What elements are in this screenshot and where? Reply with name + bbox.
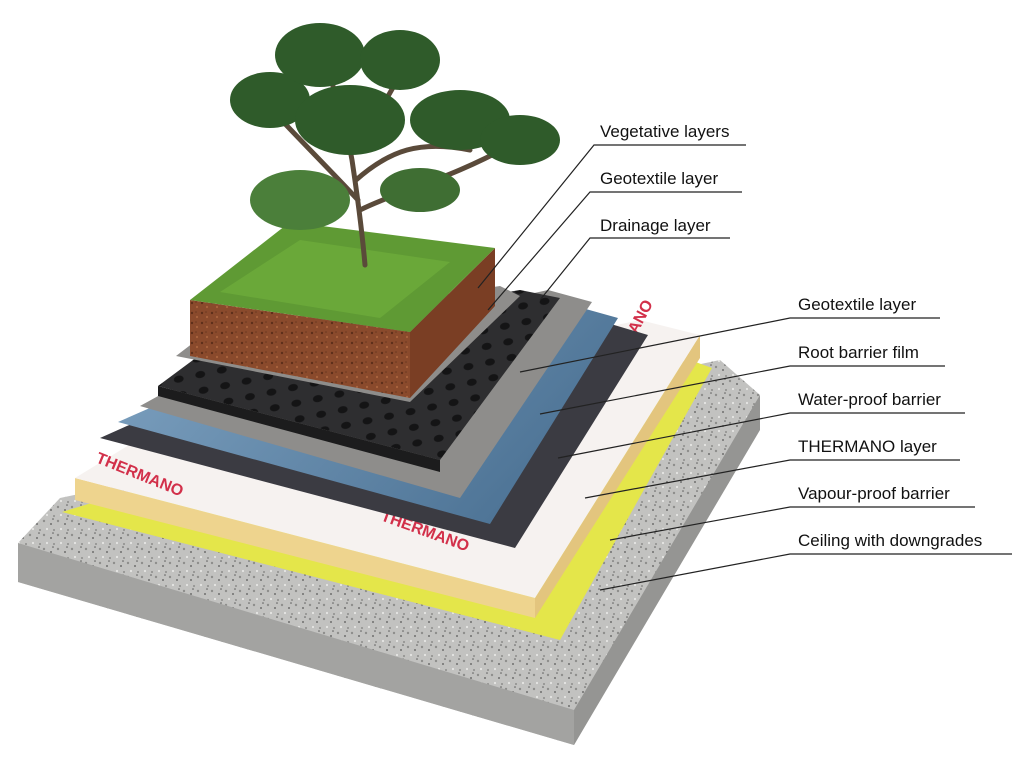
leader-lines <box>477 144 1012 591</box>
label-ceiling-with-downgrades: Ceiling with downgrades <box>798 531 982 550</box>
label-vapour-proof-barrier: Vapour-proof barrier <box>798 484 950 503</box>
label-geotextile-upper: Geotextile layer <box>600 169 718 188</box>
label-geotextile-lower: Geotextile layer <box>798 295 916 314</box>
label-vegetative-layers: Vegetative layers <box>600 122 729 141</box>
tree <box>230 23 560 268</box>
label-root-barrier-film: Root barrier film <box>798 343 919 362</box>
soil-block <box>190 222 495 398</box>
label-drainage-layer: Drainage layer <box>600 216 711 235</box>
label-water-proof-barrier: Water-proof barrier <box>798 390 941 409</box>
label-thermano-layer: THERMANO layer <box>798 437 937 456</box>
